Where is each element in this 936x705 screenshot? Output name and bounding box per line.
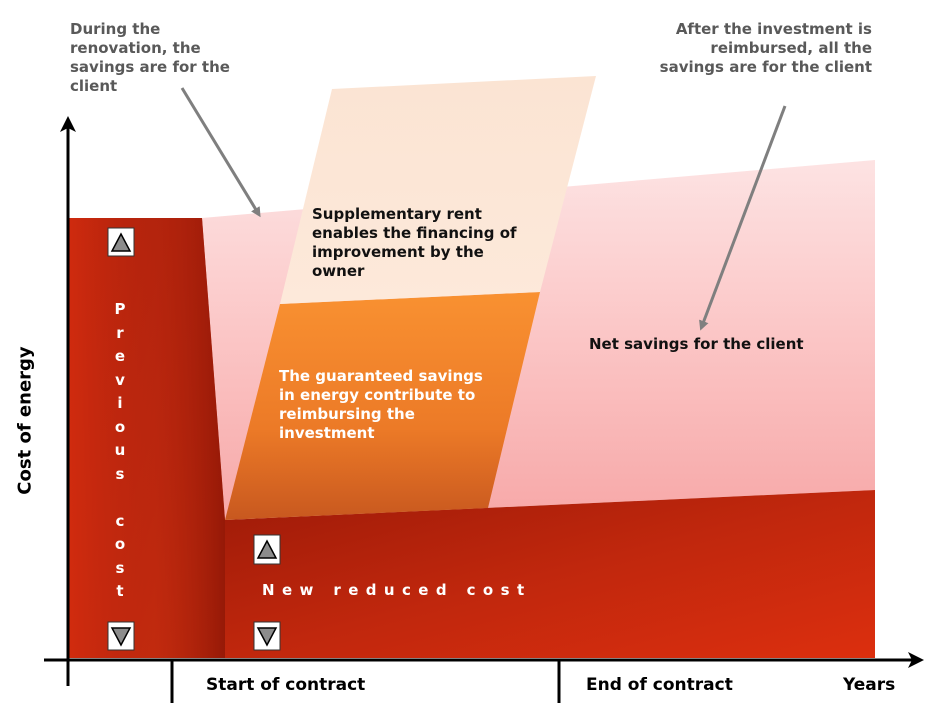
after-investment-annotation: After the investment is reimbursed, all … <box>660 20 872 77</box>
net-savings-text: Net savings for the client <box>589 335 804 353</box>
new-reduced-cost-block <box>225 490 875 658</box>
annotation-line: After the investment is <box>675 20 872 38</box>
text-line: owner <box>312 262 365 280</box>
new-reduced-cost-label: New reduced cost <box>262 581 532 599</box>
y-axis-label: Cost of energy <box>14 346 36 495</box>
text-line: Supplementary rent <box>312 205 482 223</box>
renovation-annotation: During the renovation, the savings are f… <box>70 20 230 96</box>
text-line: improvement by the <box>312 243 484 261</box>
annotation-line: renovation, the <box>70 39 201 57</box>
text-line: enables the financing of <box>312 224 517 242</box>
previous-cost-shade <box>68 218 225 658</box>
up-triangle-icon <box>107 227 135 257</box>
down-triangle-icon <box>107 621 135 651</box>
supplementary-rent-text: Supplementary rent enables the financing… <box>312 205 517 281</box>
renovation-arrow <box>180 87 261 218</box>
previous-cost-letter: s <box>115 464 125 483</box>
previous-cost-letter: u <box>114 441 126 459</box>
annotation-line: During the <box>70 20 161 38</box>
after-investment-arrow <box>699 105 787 331</box>
guaranteed-savings-text: The guaranteed savings in energy contrib… <box>279 367 483 443</box>
text-line: investment <box>279 424 375 442</box>
down-triangle-icon <box>253 621 281 651</box>
text-line: in energy contribute to <box>279 386 476 404</box>
supplementary-rent-area <box>280 76 596 304</box>
start-of-contract-label: Start of contract <box>206 675 366 695</box>
up-triangle-icon <box>253 534 281 565</box>
previous-cost-letter: v <box>115 370 125 389</box>
previous-cost-letter: i <box>117 394 123 412</box>
text-line: The guaranteed savings <box>279 367 483 385</box>
text-line: reimbursing the <box>279 405 415 423</box>
previous-cost-letter: e <box>114 347 126 365</box>
x-axis-label: Years <box>843 675 896 695</box>
annotation-line: savings are for the client <box>659 58 872 76</box>
previous-cost-letter: P <box>114 300 126 318</box>
previous-cost-letter: c <box>115 511 125 530</box>
previous-cost-letter: t <box>116 582 124 600</box>
previous-cost-letter: o <box>114 535 126 553</box>
annotation-line: savings are for the <box>70 58 230 76</box>
annotation-line: reimbursed, all the <box>710 39 872 57</box>
previous-cost-letter <box>105 486 135 510</box>
annotation-line: client <box>70 77 118 95</box>
end-of-contract-label: End of contract <box>586 675 733 695</box>
previous-cost-letter: r <box>116 323 124 342</box>
previous-cost-letter: o <box>114 417 126 436</box>
guaranteed-savings-area <box>225 292 540 520</box>
previous-cost-letter: s <box>115 558 125 577</box>
